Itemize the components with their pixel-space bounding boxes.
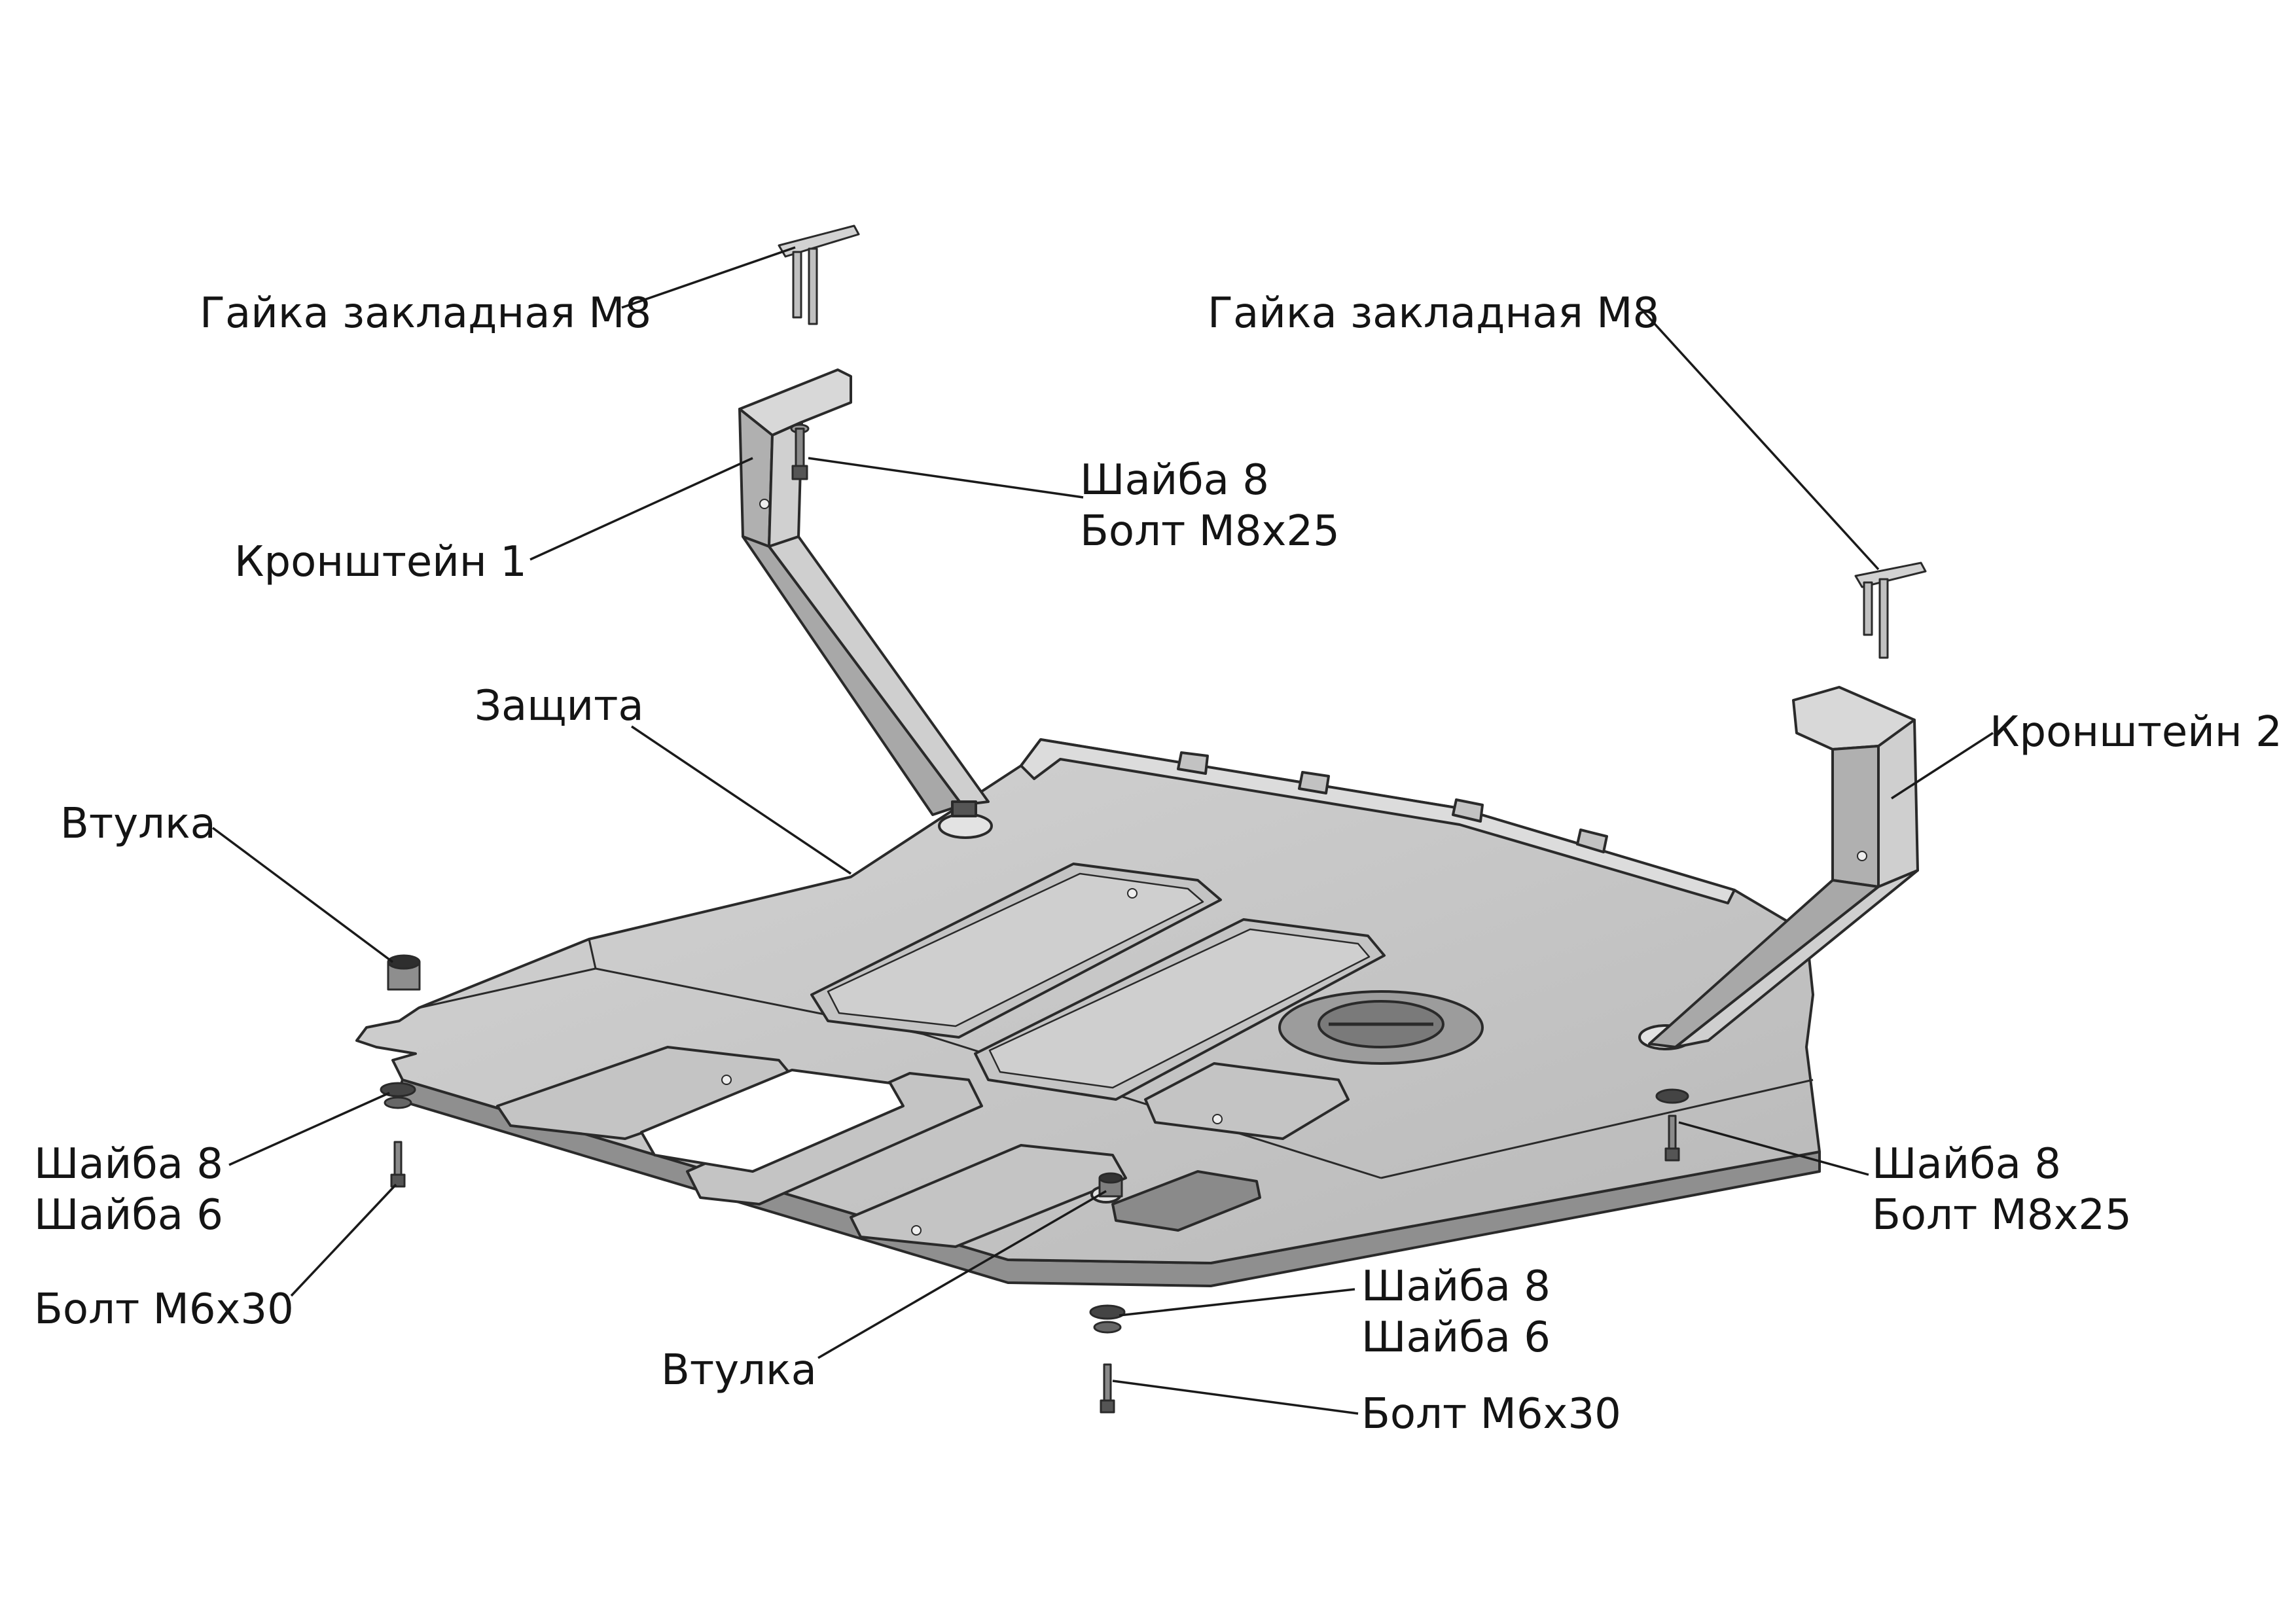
- shield-rear-tab-3: [1452, 798, 1484, 823]
- bracket-1-arm-side: [768, 535, 990, 806]
- recess-6: [850, 1144, 1127, 1248]
- leader-bracket2: [1891, 732, 1994, 800]
- label-washer-bolt-top: Шайба 8 Болт М8х25: [1080, 456, 1340, 556]
- washers-bottom: [1089, 1304, 1126, 1334]
- leader-lines: [211, 246, 1994, 1415]
- leader-nut-right: [1641, 310, 1880, 571]
- label-bolt-bottom: Болт М6х30: [1361, 1390, 1621, 1438]
- bracket-1-upright: [738, 408, 774, 548]
- mount-hole-1: [938, 813, 993, 839]
- label-bracket-1: Кронштейн 1: [234, 538, 527, 586]
- label-washer-bolt-right: Шайба 8 Болт М8х25: [1872, 1140, 2132, 1240]
- bracket-2-upright: [1831, 745, 1880, 888]
- bracket-1: [738, 368, 990, 817]
- bracket-1-arm: [742, 535, 963, 816]
- bracket-1-nut: [951, 800, 977, 817]
- leader-washer-bolt-right: [1678, 1121, 1869, 1176]
- shield-rear-tab-2: [1298, 771, 1330, 794]
- leader-washers-left: [228, 1092, 390, 1166]
- bolt-m6-left: [390, 1141, 406, 1188]
- label-embedded-nut-left: Гайка закладная М8: [200, 289, 652, 338]
- shield-rear-tab-4: [1576, 829, 1608, 853]
- shield-rear-tab-1: [1177, 751, 1209, 775]
- label-washers-bottom: Шайба 8 Шайба 6: [1361, 1262, 1551, 1362]
- leader-washer-bolt-top: [808, 457, 1084, 499]
- bracket-2: [1648, 686, 1919, 1048]
- front-hatch: [1111, 1170, 1261, 1232]
- leader-bushing-bottom: [817, 1190, 1107, 1359]
- bolt-m8-top: [790, 423, 810, 480]
- bracket-2-side: [1877, 719, 1919, 888]
- bushing-bottom: [1098, 1172, 1123, 1198]
- leader-bushing-left: [211, 827, 394, 963]
- leader-bolt-left: [290, 1183, 397, 1297]
- fasteners: [380, 224, 1927, 1414]
- shield-cutout: [640, 1069, 905, 1173]
- shield-plate: [355, 738, 1821, 1287]
- leader-washers-bottom: [1119, 1288, 1355, 1317]
- recess-1-inner: [827, 872, 1204, 1027]
- leader-shield: [631, 725, 852, 875]
- embedded-nut-left: [778, 224, 860, 325]
- label-bolt-left: Болт М6х30: [34, 1285, 294, 1334]
- leader-bracket1: [529, 457, 753, 561]
- leader-bolt-bottom: [1112, 1380, 1359, 1415]
- washer-bolt-m8-right: [1655, 1088, 1689, 1162]
- label-shield: Защита: [475, 682, 644, 730]
- label-bushing-left: Втулка: [60, 800, 216, 848]
- bolt-m6-bottom: [1100, 1363, 1115, 1414]
- washers-left: [380, 1082, 416, 1109]
- leader-nut-left: [621, 246, 796, 309]
- recess-3: [1144, 1062, 1350, 1140]
- label-bushing-bottom: Втулка: [661, 1346, 817, 1395]
- bushing-left: [387, 954, 421, 991]
- label-washers-left: Шайба 8 Шайба 6: [34, 1140, 223, 1240]
- shield-rear-flange: [1020, 738, 1736, 904]
- shield-fold-right: [1380, 1079, 1814, 1179]
- recess-2-inner: [988, 928, 1371, 1089]
- bracket-2-arm-side: [1674, 869, 1919, 1048]
- label-embedded-nut-right: Гайка закладная М8: [1208, 289, 1660, 338]
- embedded-nut-right: [1854, 562, 1927, 659]
- recess-5: [686, 1072, 983, 1205]
- label-bracket-2: Кронштейн 2: [1990, 708, 2282, 757]
